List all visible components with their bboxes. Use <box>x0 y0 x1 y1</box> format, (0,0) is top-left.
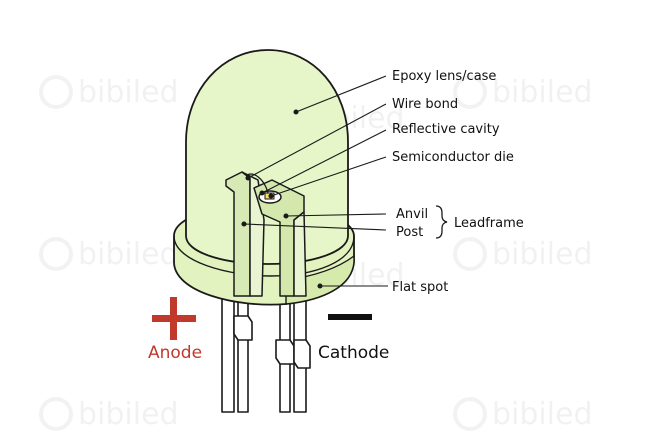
label-cathode: Cathode <box>318 343 389 363</box>
leader-semiconductor-die <box>270 156 387 197</box>
leader-post <box>243 223 387 231</box>
label-post: Post <box>396 225 423 240</box>
label-anode: Anode <box>148 343 202 363</box>
watermark-text: bibiled <box>492 237 593 272</box>
leads <box>221 295 311 413</box>
watermark-logo: bibiled <box>453 75 593 110</box>
flange-rim <box>173 235 355 277</box>
leader-epoxy <box>295 75 387 113</box>
anode-lead-back <box>237 295 249 413</box>
wire-bond <box>245 173 269 194</box>
minus-sign <box>328 314 372 320</box>
watermark-group: bibiled bibiled bibiled bibiled bibiled … <box>39 75 593 432</box>
watermark-text: bibiled <box>78 397 179 432</box>
leader-reflective-cavity <box>261 129 387 194</box>
watermark-logo: bibiled <box>39 75 179 110</box>
anode-lead <box>221 295 235 413</box>
anvil-side <box>293 211 307 297</box>
leader-wire-bond <box>247 103 387 179</box>
watermark-logo: bibiled <box>39 237 179 272</box>
leadframe-internal <box>225 171 307 297</box>
watermark-text: bibiled <box>492 75 593 110</box>
watermark-logo: bibiled <box>453 397 593 432</box>
leadframe-brace <box>435 205 448 239</box>
cathode-lead-kink-back <box>275 339 295 365</box>
watermark-text: bibiled <box>492 397 593 432</box>
label-anvil: Anvil <box>396 207 428 222</box>
label-flat-spot: Flat spot <box>392 280 448 295</box>
label-reflective-cavity: Reflective cavity <box>392 122 500 137</box>
watermark-logo: bibiled <box>39 397 179 432</box>
plus-sign <box>152 297 196 340</box>
label-semiconductor-die: Semiconductor die <box>392 150 514 165</box>
cathode-lead-kink <box>293 339 311 369</box>
label-leadframe: Leadframe <box>454 216 524 231</box>
watermark-text: bibiled <box>78 237 179 272</box>
label-wire-bond: Wire bond <box>392 97 458 112</box>
label-epoxy-lens: Epoxy lens/case <box>392 69 496 84</box>
leader-anvil <box>285 213 387 217</box>
watermark-text: bibiled <box>78 75 179 110</box>
leader-lines <box>241 75 388 289</box>
epoxy-dome <box>185 49 349 265</box>
watermark-logo: bibiled <box>453 237 593 272</box>
anode-lead-kink <box>233 315 253 341</box>
